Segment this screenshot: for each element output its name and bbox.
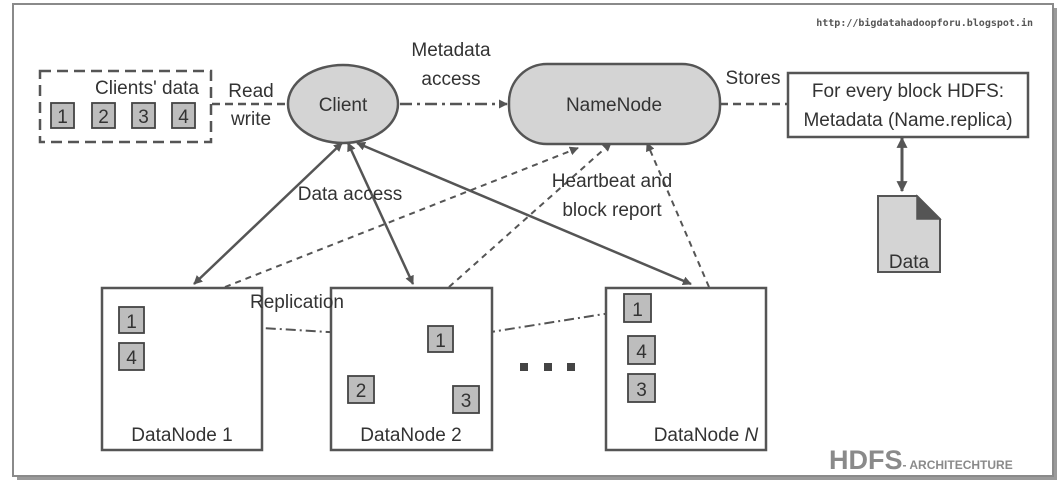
client-node: [286, 63, 400, 145]
clients-data-block-label: 4: [178, 107, 189, 128]
clients-data-block-label: 1: [57, 107, 68, 128]
metadata-access-label-line1: Metadata: [411, 40, 491, 61]
datanode-block-label: 3: [636, 380, 647, 401]
datanode-n-label: DataNode N: [654, 425, 759, 446]
datanode-block: 1: [623, 293, 652, 323]
datanode-2-label: DataNode 2: [360, 425, 461, 446]
datanode-block: 3: [627, 373, 656, 403]
clients-data-block: 1: [50, 102, 75, 129]
clients-data-label: Clients' data: [95, 78, 199, 99]
datanode-2-box: [329, 286, 494, 452]
clients-data-block: 2: [91, 102, 116, 129]
source-url: http://bigdatahadoopforu.blogspot.in: [816, 17, 1033, 29]
heartbeat-label-line1: Heartbeat and: [552, 171, 672, 192]
datanode-block-label: 4: [126, 348, 137, 369]
datanode-block: 4: [118, 342, 145, 371]
clients-data-box: [38, 69, 213, 144]
heartbeat-datanode2-arrow: [448, 142, 612, 288]
footer-title-main: HDFS: [829, 445, 903, 475]
read-label: Read: [228, 81, 273, 102]
heartbeat-datanode1-arrow: [224, 146, 579, 288]
heartbeat-label-line2: block report: [562, 200, 662, 221]
datanode-block-label: 4: [636, 342, 647, 363]
data-access-label: Data access: [298, 184, 403, 205]
datanode-block: 1: [427, 325, 454, 353]
clients-data-block-label: 2: [98, 107, 109, 128]
datanode-block: 2: [347, 375, 375, 404]
datanode-block-label: 2: [356, 381, 367, 402]
data-label: Data: [889, 252, 930, 273]
heartbeat-datanodeN-arrow: [646, 142, 710, 288]
client-datanode1-arrow: [193, 142, 343, 285]
datanode-block-label: 1: [632, 300, 643, 321]
namenode-node: [507, 62, 722, 146]
metadata-box: [786, 71, 1030, 139]
datanode-block-label: 3: [461, 391, 472, 412]
metadata-access-label-line2: access: [421, 69, 480, 90]
client-label: Client: [319, 95, 368, 116]
client-datanodeN-arrow: [356, 141, 692, 286]
datanode-block: 3: [452, 385, 480, 414]
clients-data-block: 4: [171, 102, 196, 129]
datanode-block-label: 1: [435, 331, 446, 352]
stores-label: Stores: [726, 68, 781, 89]
datanode-block-label: 1: [126, 312, 137, 333]
datanode-n-label-prefix: DataNode: [654, 425, 745, 446]
datanode-n-label-italic: N: [745, 425, 759, 446]
more-datanodes-ellipsis: [520, 363, 575, 371]
footer-title-sub: - ARCHITECHTURE: [903, 458, 1013, 472]
footer-title: HDFS- ARCHITECHTURE: [829, 445, 1013, 475]
datanode-block: 1: [118, 306, 145, 334]
clients-data-block-label: 3: [138, 107, 149, 128]
replication-label: Replication: [250, 292, 344, 313]
datanode-1-label: DataNode 1: [131, 425, 232, 446]
metadata-box-line1: For every block HDFS:: [812, 81, 1004, 102]
namenode-label: NameNode: [566, 95, 662, 116]
clients-data-block: 3: [131, 102, 156, 129]
data-document-icon: Data: [877, 194, 942, 273]
datanode-block: 4: [627, 335, 656, 365]
write-label: write: [230, 109, 271, 130]
metadata-box-line2: Metadata (Name.replica): [803, 110, 1012, 131]
